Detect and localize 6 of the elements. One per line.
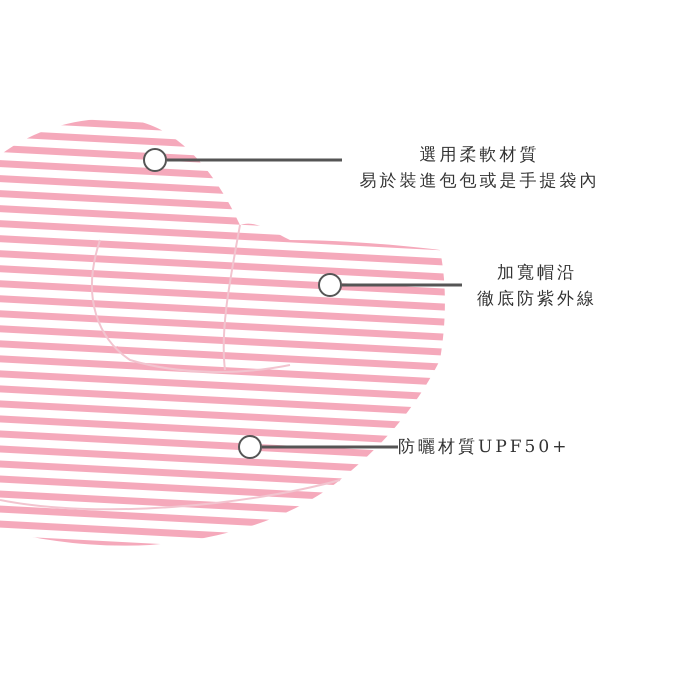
callout-text: 選用柔軟材質 <box>418 144 540 167</box>
callout-text: 徹底防紫外線 <box>476 288 598 311</box>
callout-text: 易於裝進包包或是手提袋內 <box>358 170 600 193</box>
callout-text: 加寬帽沿 <box>496 262 578 285</box>
leader-line <box>167 158 342 162</box>
callout-text: 防曬材質UPF50+ <box>398 436 570 459</box>
